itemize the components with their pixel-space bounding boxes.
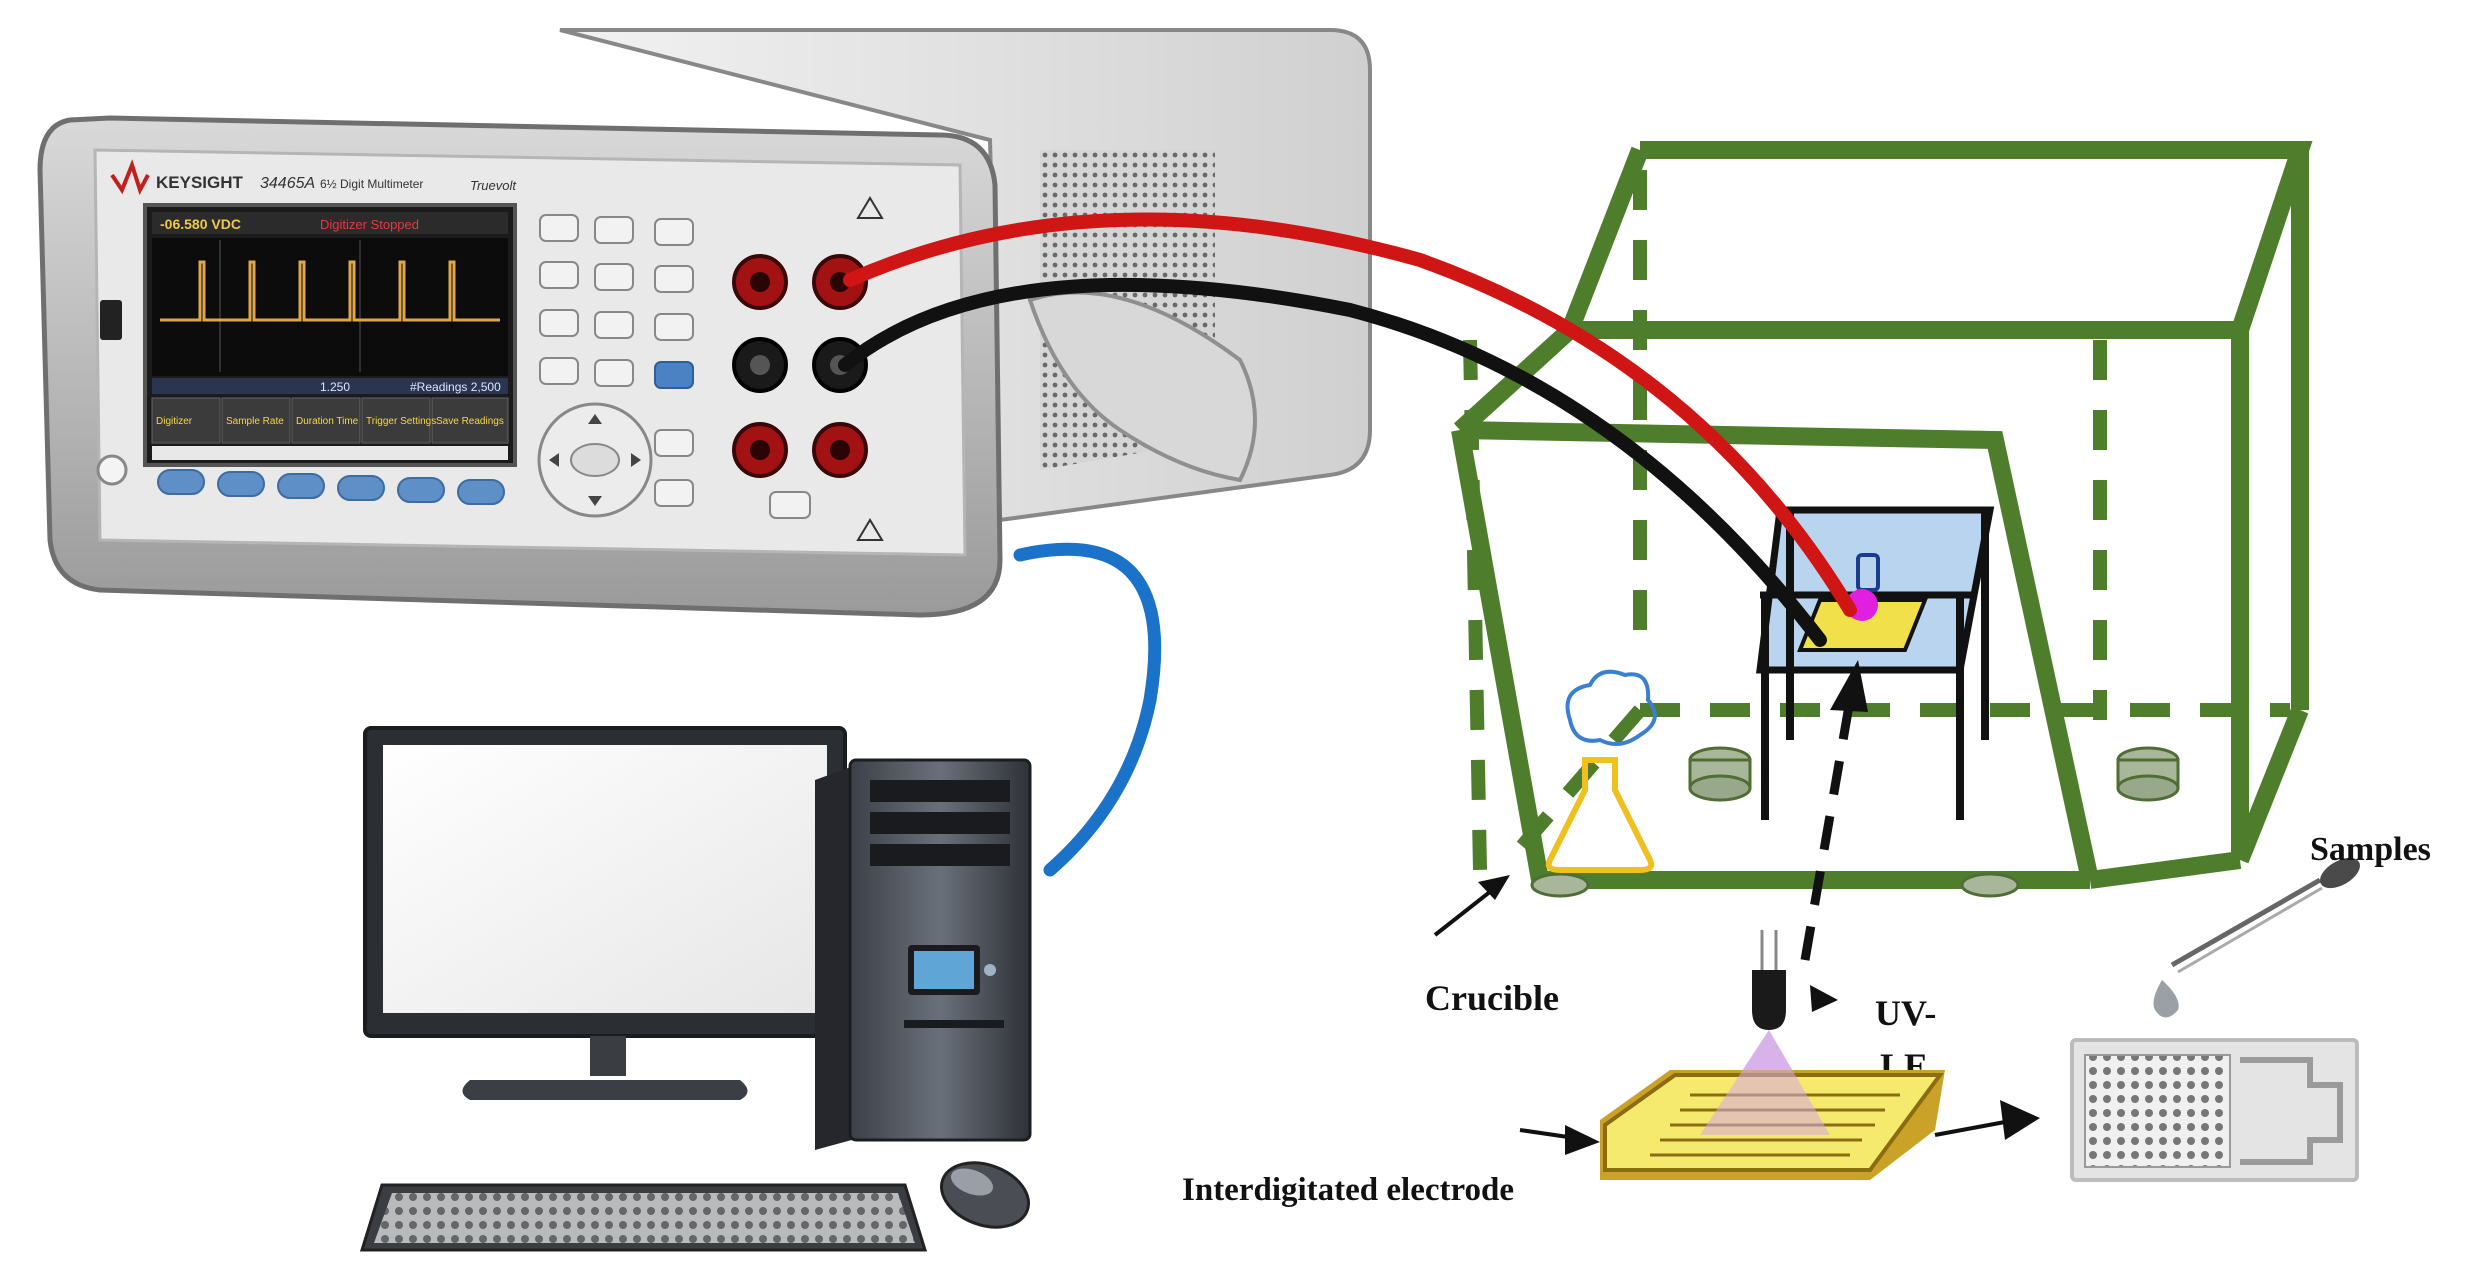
- uv-led-label-1: UV-: [1875, 993, 1936, 1033]
- softkey-label: Duration Time: [296, 416, 359, 427]
- softkey-buttons[interactable]: [157, 469, 505, 505]
- softkey-labels: Digitizer Sample Rate Duration Time Trig…: [151, 397, 509, 444]
- sample-sensor-card: [2070, 1038, 2359, 1182]
- interdigitated-electrode: [1600, 1030, 1945, 1180]
- power-button[interactable]: [96, 454, 128, 486]
- pipette: [2153, 857, 2360, 1018]
- sample-stage: [1756, 506, 1995, 820]
- softkey-label: Digitizer: [156, 416, 193, 427]
- model-subtitle: 6½ Digit Multimeter: [320, 177, 423, 191]
- truevolt-label: Truevolt: [470, 178, 517, 193]
- electrode-pointer: [1519, 1125, 1600, 1155]
- samples-label: Samples: [2310, 831, 2431, 868]
- crucible-label: Crucible: [1425, 978, 1559, 1018]
- tower-lcd: [914, 951, 974, 989]
- warning-icon: [856, 196, 884, 219]
- usb-port: [100, 300, 122, 340]
- desktop-computer: [359, 726, 1032, 1252]
- multimeter: KEYSIGHT 34465A 6½ Digit Multimeter True…: [37, 28, 1372, 618]
- softkey-label: Sample Rate: [226, 416, 284, 427]
- function-keypad[interactable]: [537, 214, 811, 519]
- red-lead: [843, 212, 1857, 617]
- model-label: 34465A: [260, 175, 315, 192]
- chamber-feet: [1530, 746, 2180, 898]
- display-mode: Digitizer Stopped: [320, 217, 419, 232]
- softkey-button[interactable]: [157, 469, 205, 495]
- display-timebase: 1.250: [320, 380, 350, 394]
- softkey-button[interactable]: [217, 471, 265, 497]
- softkey-button[interactable]: [457, 479, 505, 505]
- crucible-pointer: [1433, 875, 1510, 937]
- keysight-logo-icon: [110, 159, 150, 196]
- softkey-button[interactable]: [337, 475, 385, 501]
- uv-beam-arrow: [1800, 660, 1868, 961]
- display-value: -06.580 VDC: [160, 216, 241, 232]
- softkey-label: Trigger Settings: [366, 416, 436, 427]
- vapor-cloud-icon: [1565, 669, 1657, 746]
- monitor-screen: [383, 745, 827, 1013]
- electrode-label: Interdigitated electrode: [1182, 1172, 1514, 1208]
- waveform-trace: [160, 260, 500, 322]
- warning-icon: [856, 518, 884, 541]
- display-readings: #Readings 2,500: [410, 380, 501, 394]
- softkey-label: Save Readings: [436, 416, 504, 427]
- meter-screen: -06.580 VDC Digitizer Stopped 1.250 #Rea…: [143, 203, 517, 467]
- black-lead: [838, 277, 1827, 647]
- brand-label: KEYSIGHT: [156, 173, 244, 192]
- conical-flask: [1545, 669, 1657, 873]
- softkey-button[interactable]: [277, 473, 325, 499]
- monitor-stand: [462, 1080, 748, 1100]
- usb-cable: [1013, 542, 1162, 877]
- softkey-button[interactable]: [397, 477, 445, 503]
- chamber-hidden-edges: [1463, 170, 2290, 871]
- to-samples-arrow: [1934, 1100, 2040, 1140]
